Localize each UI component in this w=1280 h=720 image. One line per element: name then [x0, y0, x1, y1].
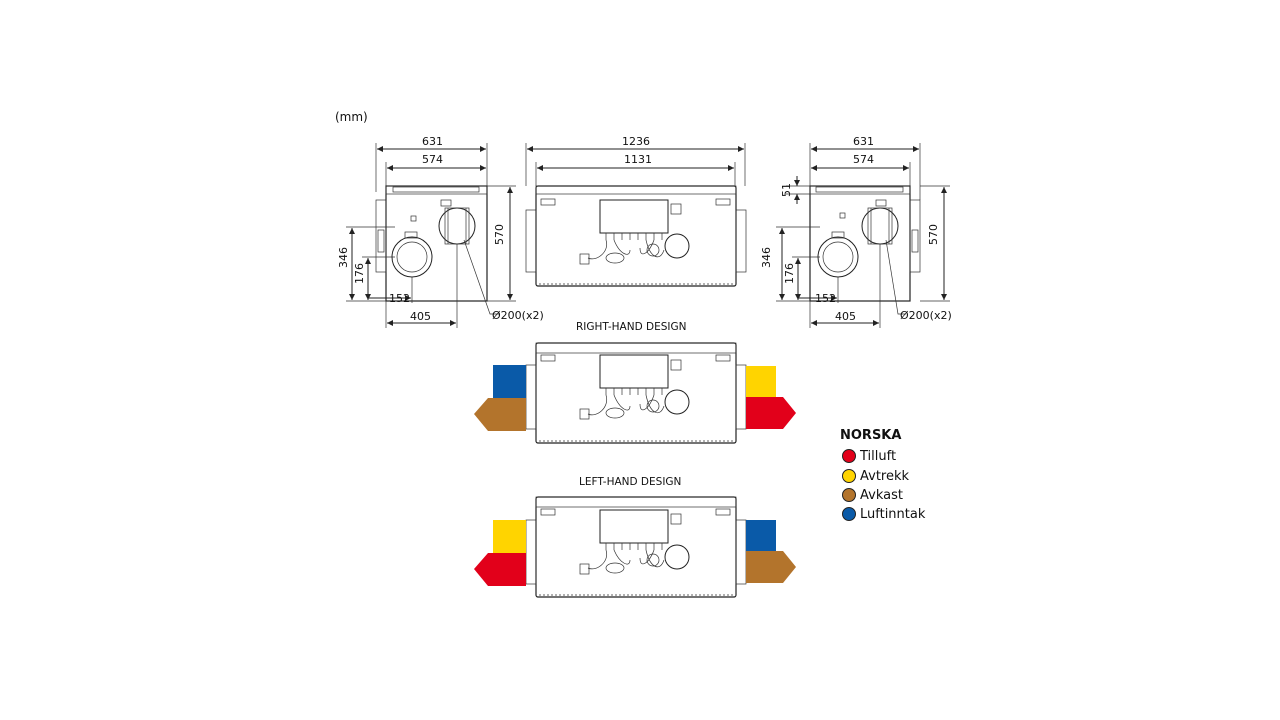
supply-arrow: [474, 553, 526, 586]
legend-item: Avtrekk: [842, 469, 910, 484]
exhaust-arrow: [746, 551, 796, 583]
dim-inlet-center: 176: [783, 263, 796, 284]
legend-swatch: [842, 469, 856, 483]
legend-label: Avkast: [860, 488, 903, 503]
extract-block: [493, 520, 526, 553]
extract-block: [746, 366, 776, 397]
legend-label: Luftinntak: [860, 507, 926, 522]
legend-swatch: [842, 507, 856, 521]
dim-length-outer: 1236: [622, 135, 650, 148]
front-view: 1236 1131: [525, 135, 747, 287]
duct-diameter-label: Ø200(x2): [492, 309, 544, 322]
dim-width-inner: 574: [422, 153, 443, 166]
dim-width-outer: 631: [422, 135, 443, 148]
dim-height: 570: [927, 224, 940, 245]
left-hand-design: [474, 496, 796, 598]
duct-diameter-label: Ø200(x2): [900, 309, 952, 322]
intake-block: [746, 520, 776, 551]
dim-length-inner: 1131: [624, 153, 652, 166]
legend-item: Tilluft: [842, 449, 896, 464]
dim-width-inner: 574: [853, 153, 874, 166]
dim-offset-x: 152: [815, 292, 836, 305]
legend-label: Tilluft: [859, 449, 896, 464]
dim-inlet-height: 346: [760, 247, 773, 268]
legend-swatch: [842, 488, 856, 502]
legend-title: NORSKA: [840, 428, 901, 443]
left-end-view: 631 574 570 346 176: [337, 135, 544, 328]
dim-width-outer: 631: [853, 135, 874, 148]
legend-swatch: [842, 449, 856, 463]
right-end-view: 631 574 51 570 346 17: [760, 135, 952, 328]
dim-top-offset: 51: [780, 183, 793, 197]
dim-offset-x: 152: [389, 292, 410, 305]
unit-label: (mm): [335, 110, 368, 124]
dim-spacing-x: 405: [835, 310, 856, 323]
dim-inlet-center: 176: [353, 263, 366, 284]
legend-item: Luftinntak: [842, 507, 926, 522]
right-hand-design-title: RIGHT-HAND DESIGN: [576, 321, 687, 333]
dim-spacing-x: 405: [410, 310, 431, 323]
intake-block: [493, 365, 526, 398]
dim-height: 570: [493, 224, 506, 245]
left-hand-design-title: LEFT-HAND DESIGN: [579, 476, 681, 488]
legend-item: Avkast: [842, 488, 903, 503]
legend: NORSKA Tilluft Avtrekk Avkast Luftinntak: [840, 428, 926, 522]
legend-label: Avtrekk: [860, 469, 910, 484]
dim-inlet-height: 346: [337, 247, 350, 268]
exhaust-arrow: [474, 398, 526, 431]
supply-arrow: [746, 397, 796, 429]
right-hand-design: [474, 342, 796, 444]
